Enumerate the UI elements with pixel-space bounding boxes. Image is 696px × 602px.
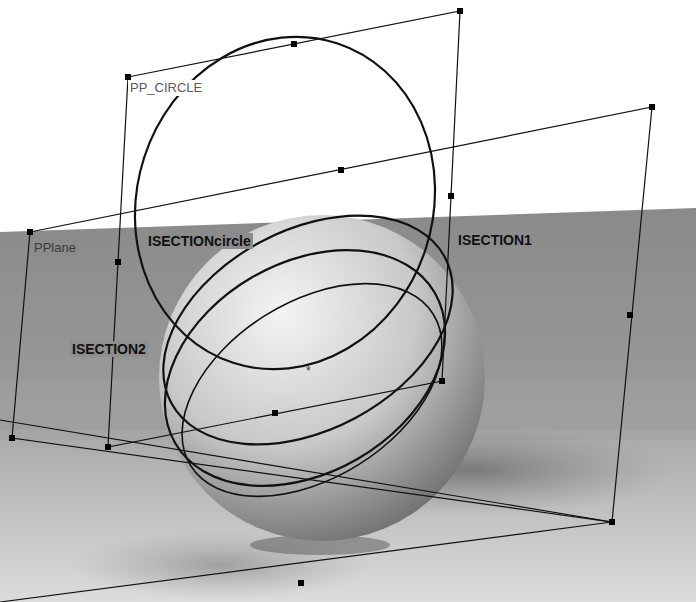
handles: [9, 8, 655, 586]
center-mark: *: [306, 364, 311, 378]
pp-circle: [92, 0, 477, 409]
part-label: ISECTIONcircle: [146, 233, 253, 249]
part-label: PP_CIRCLE: [128, 80, 204, 96]
circles: [92, 0, 491, 540]
planes: [0, 11, 652, 602]
edge-line: [0, 522, 612, 602]
part-label: PPlane: [32, 240, 78, 256]
part-label: ISECTION1: [456, 232, 534, 248]
isection2-circle: [123, 202, 488, 534]
pplane: [12, 107, 652, 522]
edge-line: [0, 420, 612, 522]
part-label: ISECTION2: [70, 341, 148, 357]
isection-circle: [144, 240, 480, 541]
isection1-circle: [124, 169, 492, 491]
